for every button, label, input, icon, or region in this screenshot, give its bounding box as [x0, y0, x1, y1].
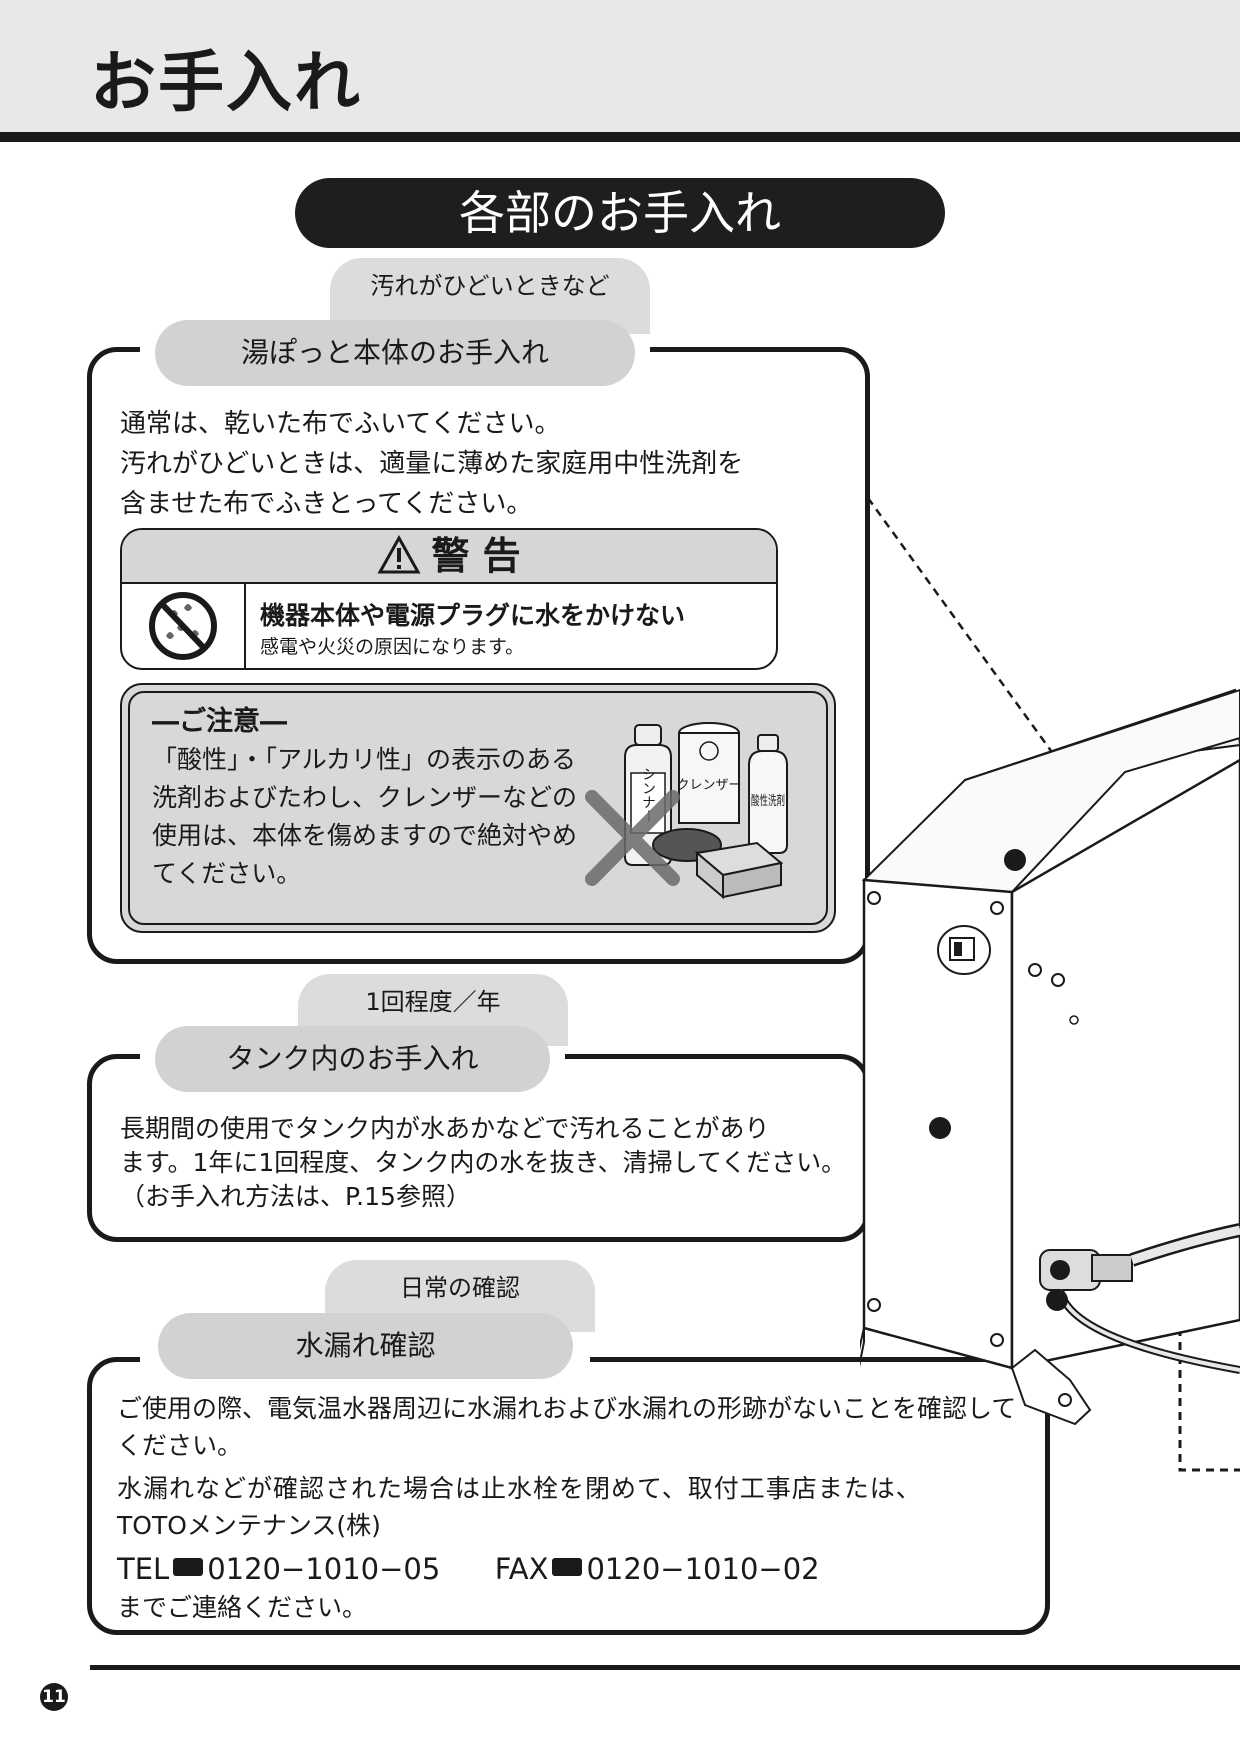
acid-bottle-icon: 酸性洗剤: [748, 734, 788, 854]
tank-care-line-2: ます。1年に1回程度、タンク内の水を抜き、清掃してください。: [120, 1148, 847, 1177]
fax-number: 0120−1010−02: [586, 1552, 820, 1586]
leak-line-4: TOTOメンテナンス(株): [117, 1511, 381, 1540]
body-care-line-1: 通常は、乾いた布でふいてください。: [120, 409, 561, 439]
leader-line-body: [866, 497, 1132, 861]
footer-rule: [90, 1665, 1240, 1670]
sponge-icon: [694, 841, 784, 900]
contact-numbers: TEL 0120−1010−05 FAX 0120−1010−02: [117, 1550, 820, 1588]
caution-text: 「酸性」・「アルカリ性」の表示のある 洗剤およびたわし、クレンザーなどの 使用は…: [152, 741, 582, 893]
tel-number: 0120−1010−05: [207, 1552, 441, 1586]
leak-line-3: 水漏れなどが確認された場合は止水栓を閉めて、取付工事店または、: [117, 1474, 922, 1503]
caution-line: 洗剤およびたわし、クレンザーなどの: [152, 783, 578, 812]
warning-box: 警 告 機器本体や電源プラグに水をかけない 感電や火災の原因になります。: [120, 528, 778, 670]
caution-line: てください。: [152, 859, 302, 888]
section-title: 各部のお手入れ: [295, 178, 945, 248]
acid-label: 酸性洗剤: [751, 793, 785, 809]
leak-line-2: ください。: [117, 1431, 243, 1460]
chapter-title: お手入れ: [90, 44, 362, 121]
header-rule: [0, 132, 1240, 142]
warning-header: 警 告: [122, 530, 776, 584]
prohibited-x-icon: [585, 790, 680, 886]
mounting-bracket: [1010, 1348, 1092, 1426]
freedial-icon: [552, 1558, 583, 1576]
warning-main-text: 機器本体や電源プラグに水をかけない: [260, 601, 686, 630]
callout-dot-leak: [1046, 1289, 1068, 1311]
warning-heading: 警 告: [431, 534, 521, 578]
leak-closing: までご連絡ください。: [117, 1593, 368, 1622]
tel-label: TEL: [117, 1552, 170, 1586]
warning-icon-cell: [122, 584, 246, 668]
prohibited-cleaners-illustration: シンナー クレンザー 酸性洗剤: [585, 722, 788, 900]
water-heater-illustration: [860, 497, 1240, 1472]
freedial-icon: [173, 1558, 204, 1576]
tank-care-line-1: 長期間の使用でタンク内が水あかなどで汚れることがあり: [120, 1114, 770, 1143]
leak-check-title: 水漏れ確認: [158, 1313, 573, 1379]
cleanser-label: クレンザー: [676, 778, 741, 793]
callout-dot-tank: [929, 1117, 951, 1139]
warning-triangle-icon: [377, 534, 421, 574]
no-water-icon: [149, 592, 217, 660]
fax-label: FAX: [494, 1552, 549, 1586]
switch-panel-icon: [937, 925, 991, 975]
tank-care-title: タンク内のお手入れ: [155, 1026, 550, 1092]
leak-line-1: ご使用の際、電気温水器周辺に水漏れおよび水漏れの形跡がないことを確認して: [117, 1394, 1017, 1423]
body-care-line-3: 含ませた布でふきとってください。: [120, 489, 533, 519]
warning-sub-text: 感電や火災の原因になります。: [260, 636, 525, 658]
header-band: [0, 0, 1240, 132]
caution-inner-frame: [128, 691, 828, 925]
caution-box: ―ご注意― 「酸性」・「アルカリ性」の表示のある 洗剤およびたわし、クレンザーな…: [120, 683, 836, 933]
cleanser-can-icon: クレンザー: [676, 722, 742, 824]
callout-dot-body: [1004, 849, 1026, 871]
caution-title: ―ご注意―: [152, 706, 287, 737]
page-number: 11: [40, 1683, 68, 1711]
body-care-line-2: 汚れがひどいときは、適量に薄めた家庭用中性洗剤を: [120, 449, 744, 479]
heater-side-face: [1010, 758, 1240, 1370]
body-care-title: 湯ぽっと本体のお手入れ: [155, 320, 635, 386]
caution-line: 使用は、本体を傷めますので絶対やめ: [152, 821, 578, 850]
tank-care-line-3: （お手入れ方法は、P.15参照）: [120, 1182, 471, 1211]
caution-line: 「酸性」・「アルカリ性」の表示のある: [152, 745, 577, 774]
